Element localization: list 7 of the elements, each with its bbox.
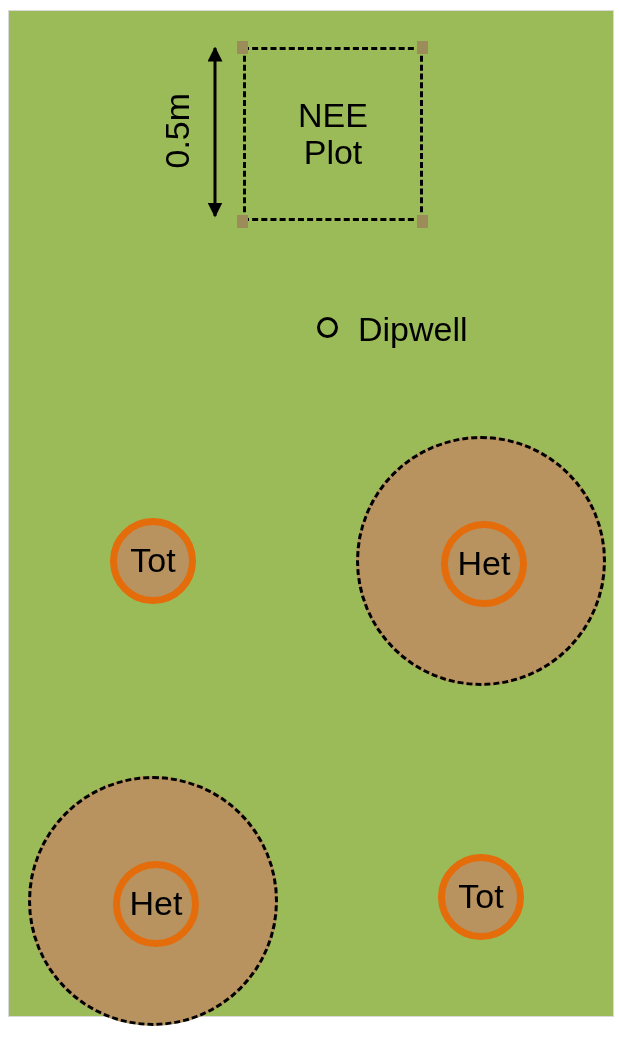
collar-label: Het bbox=[457, 545, 511, 583]
collar-label: Het bbox=[129, 885, 183, 923]
collar-label: Tot bbox=[130, 542, 176, 580]
plot-label: NEE Plot bbox=[297, 96, 369, 172]
collar-label: Tot bbox=[458, 878, 504, 916]
dimension-label: 0.5m bbox=[159, 92, 197, 169]
dipwell-label: Dipwell bbox=[358, 311, 468, 349]
